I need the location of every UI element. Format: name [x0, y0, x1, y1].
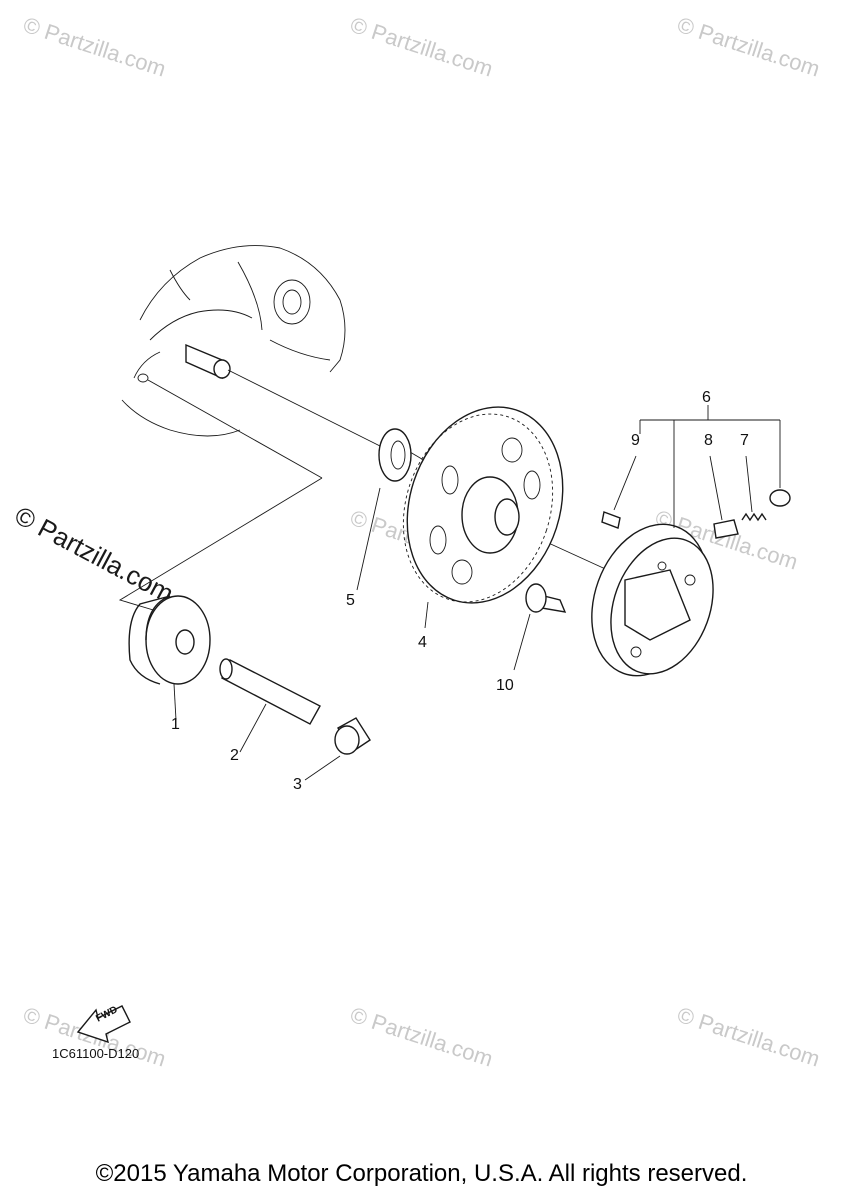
copyright-notice: ©2015 Yamaha Motor Corporation, U.S.A. A…: [95, 1160, 748, 1187]
washer-part-5: [356, 428, 412, 591]
clutch-small-parts: [601, 405, 791, 539]
fwd-arrow-icon: FWD: [76, 1004, 131, 1044]
callout-6: 6: [702, 389, 711, 406]
diagram-code: 1C61100-D120: [52, 1046, 140, 1061]
starter-wheel-gear-part-4: [402, 406, 564, 629]
idle-gear-part-1: [128, 595, 211, 721]
shaft-part-2: [219, 658, 321, 753]
crankcase-outline: [121, 245, 346, 437]
callout-5: 5: [346, 592, 355, 609]
callout-10: 10: [496, 677, 514, 694]
callout-4: 4: [418, 634, 427, 651]
callout-8: 8: [704, 432, 713, 449]
collar-part-3: [304, 717, 371, 781]
bolt-part-10: [513, 583, 567, 671]
callout-7: 7: [740, 432, 749, 449]
callout-1: 1: [171, 716, 180, 733]
callout-2: 2: [230, 747, 239, 764]
starter-clutch-part-6: [591, 523, 714, 677]
callout-9: 9: [631, 432, 640, 449]
callout-3: 3: [293, 776, 302, 793]
